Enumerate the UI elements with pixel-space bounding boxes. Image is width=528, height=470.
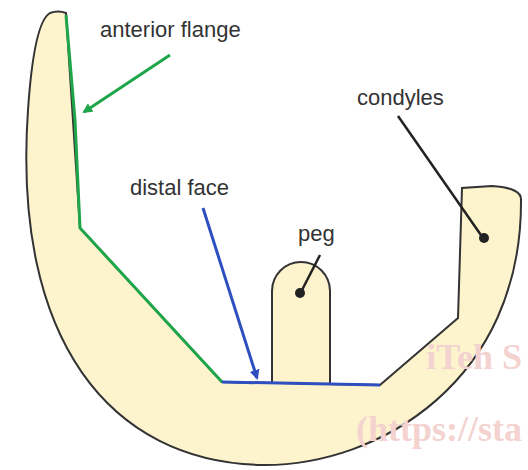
distal-face-line xyxy=(222,382,380,385)
part-label: peg xyxy=(298,222,335,246)
part-label: distal face xyxy=(130,176,229,200)
condyles-leader xyxy=(398,116,483,238)
peg-shape xyxy=(272,262,330,384)
watermark: (https://sta xyxy=(356,410,522,450)
part-label: condyles xyxy=(357,86,444,110)
distal-face-leader xyxy=(203,208,257,378)
part-label: anterior flange xyxy=(100,18,241,42)
component-body xyxy=(26,12,521,466)
watermark: iTeh S xyxy=(426,338,522,378)
condyles-dot xyxy=(479,233,489,243)
anterior-flange-leader xyxy=(84,55,170,112)
peg-leader xyxy=(301,255,320,292)
peg-dot xyxy=(295,288,305,298)
